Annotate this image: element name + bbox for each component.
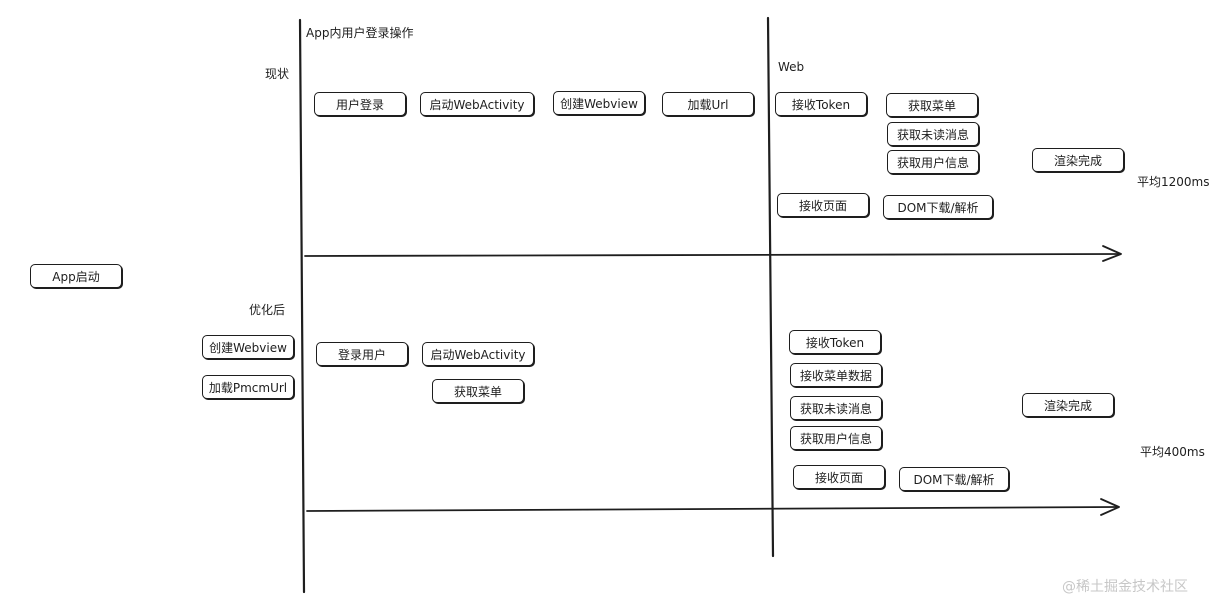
current-step-user-login: 用户登录 [314, 92, 406, 116]
app-start-node: App启动 [30, 264, 122, 288]
current-step-create-webview: 创建Webview [553, 91, 645, 115]
optimized-web-get-unread: 获取未读消息 [790, 396, 882, 420]
optimized-web-receive-page: 接收页面 [793, 465, 885, 489]
optimized-average-time: 平均400ms [1140, 445, 1205, 459]
web-label: Web [778, 60, 805, 74]
current-web-get-menu: 获取菜单 [886, 93, 978, 117]
vertical-axis-web [766, 16, 775, 558]
diagram-title: App内用户登录操作 [306, 26, 414, 40]
optimized-web-get-userinfo: 获取用户信息 [790, 426, 882, 450]
optimized-pre-create-webview: 创建Webview [202, 335, 294, 359]
timeline-arrow-current [304, 253, 1121, 257]
optimized-pre-load-pmcmurl: 加载PmcmUrl [202, 375, 294, 399]
current-step-load-url: 加载Url [662, 92, 754, 116]
current-average-time: 平均1200ms [1137, 175, 1210, 189]
optimized-step-get-menu: 获取菜单 [432, 379, 524, 403]
timeline-arrowhead-optimized [1100, 498, 1120, 516]
current-web-get-unread: 获取未读消息 [887, 122, 979, 146]
optimized-step-login-user: 登录用户 [316, 342, 408, 366]
section-label-current: 现状 [265, 67, 290, 81]
current-web-dom-parse: DOM下载/解析 [883, 195, 993, 219]
vertical-axis-left [298, 18, 306, 594]
optimized-web-dom-parse: DOM下载/解析 [899, 467, 1009, 491]
current-web-receive-page: 接收页面 [777, 193, 869, 217]
current-web-get-userinfo: 获取用户信息 [887, 150, 979, 174]
optimized-step-start-webactivity: 启动WebActivity [422, 342, 534, 366]
optimized-render-done: 渲染完成 [1022, 393, 1114, 417]
section-label-optimized: 优化后 [249, 303, 286, 317]
current-web-receive-token: 接收Token [775, 92, 867, 116]
timeline-arrow-optimized [306, 506, 1119, 512]
watermark: @稀土掘金技术社区 [1062, 579, 1188, 595]
optimized-web-receive-token: 接收Token [789, 330, 881, 354]
current-step-start-webactivity: 启动WebActivity [420, 92, 534, 116]
optimized-web-receive-menu-data: 接收菜单数据 [790, 363, 882, 387]
current-render-done: 渲染完成 [1032, 148, 1124, 172]
timeline-arrowhead-current [1102, 245, 1122, 262]
